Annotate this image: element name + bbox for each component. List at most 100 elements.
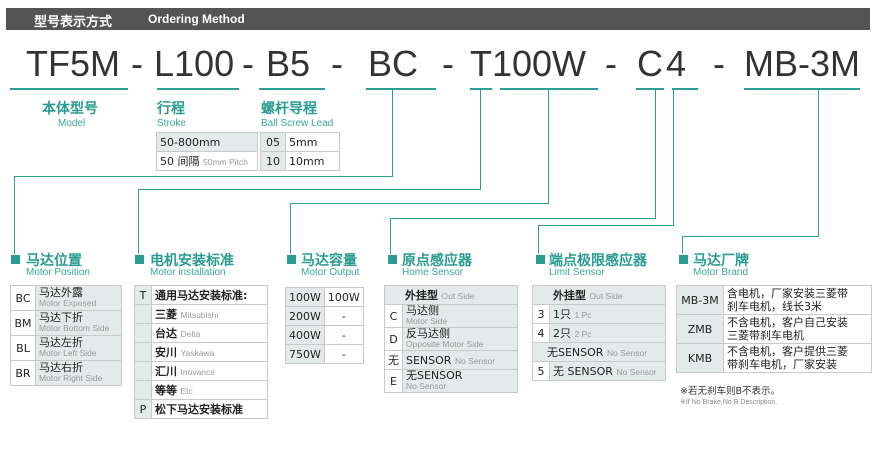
brand-code: MB-3M — [676, 285, 724, 315]
brand-note-en: ※If No Brake,No B Description. — [680, 399, 778, 406]
lead-label-en: Ball Screw Lead — [261, 118, 334, 129]
connector — [538, 225, 674, 226]
install-cn: 安川 — [155, 346, 177, 359]
section-marker — [536, 255, 545, 264]
position-label-cn: 马达位置 — [26, 253, 82, 269]
install-label-en: Motor installation — [150, 267, 226, 278]
connector — [682, 236, 683, 254]
connector — [548, 89, 549, 203]
home-label-en: Home Sensor — [402, 267, 464, 278]
underline-lead — [259, 88, 325, 90]
lead-label-cn: 螺杆导程 — [261, 101, 317, 117]
home-code: D — [384, 327, 403, 351]
install-cn: 通用马达安装标准: — [155, 289, 248, 302]
limit-cn: 1只 — [553, 308, 571, 321]
brand-desc-line: 不含电机，客户自己安装 — [727, 316, 848, 329]
connector — [14, 176, 15, 254]
install-code — [134, 380, 152, 400]
stroke-table: 50-800mm 50 间隔 50mm Pitch — [156, 132, 258, 171]
install-code — [134, 323, 152, 343]
position-cn: 马达下折 — [39, 311, 83, 324]
output-label-en: Motor Output — [301, 267, 360, 278]
install-en: Etc — [180, 386, 193, 396]
limit-label-en: Limit Sensor — [549, 267, 605, 278]
underline-model — [10, 88, 128, 90]
position-cn: 马达右折 — [39, 361, 83, 374]
position-en: Motor Exposed — [39, 298, 97, 308]
home-label-cn: 原点感应器 — [402, 253, 472, 269]
connector — [14, 176, 393, 177]
underline-stroke — [157, 88, 239, 90]
home-en: No Sensor — [454, 355, 496, 366]
pn-limit: 4 — [666, 43, 687, 84]
pn-stroke: L100 — [154, 43, 235, 84]
install-label-cn: 电机安装标准 — [150, 253, 234, 269]
limit-desc: 1只 1 Pc — [549, 304, 666, 324]
brand-label-cn: 马达厂牌 — [693, 253, 749, 269]
install-en: Inovance — [180, 367, 216, 377]
output-value: 100W — [323, 287, 364, 307]
pn-home: C — [637, 43, 663, 84]
underline-limit — [672, 88, 698, 90]
position-cn: 马达外露 — [39, 286, 83, 299]
section-header-bar: 型号表示方式 Ordering Method — [6, 8, 870, 30]
pn-position: BC — [368, 43, 419, 84]
pn-model: TF5M — [26, 43, 120, 84]
pn-sep: - — [331, 43, 343, 84]
lead-code: 10 — [260, 151, 286, 171]
lead-value: 10mm — [285, 151, 340, 171]
stroke-cell: 50 间隔 50mm Pitch — [156, 151, 258, 171]
brand-desc-line: 含电机，厂家安装三菱带 — [727, 287, 848, 300]
install-cn: 等等 — [155, 384, 177, 397]
pn-sep: - — [605, 43, 617, 84]
section-marker — [679, 255, 688, 264]
limit-head-cn: 外挂型 — [553, 289, 586, 302]
install-desc: 台达 Delta — [151, 323, 268, 343]
install-en: Delta — [180, 329, 201, 339]
brand-desc: 不含电机，客户自己安装三菱带刹车电机 — [723, 314, 872, 344]
connector — [138, 189, 481, 190]
position-en: Motor Right Side — [39, 373, 103, 383]
install-code — [134, 342, 152, 362]
pn-sep: - — [131, 43, 143, 84]
home-code: 无 — [384, 350, 403, 370]
pn-brand: MB-3M — [744, 43, 860, 84]
brand-note-cn: ※若无刹车则B不表示。 — [680, 386, 780, 397]
connector — [290, 203, 291, 254]
stroke-label-cn: 行程 — [157, 101, 185, 117]
output-label-cn: 马达容量 — [301, 253, 357, 269]
limit-cn: 无SENSOR — [547, 346, 604, 359]
output-code: 750W — [285, 344, 325, 364]
home-cn: 反马达侧 — [406, 327, 450, 340]
install-desc: 松下马达安装标准 — [151, 399, 268, 419]
output-value: - — [323, 306, 364, 326]
home-head-en: Out Side — [441, 291, 475, 301]
output-value: - — [323, 344, 364, 364]
underline-install — [470, 88, 492, 90]
lead-code: 05 — [260, 132, 286, 152]
limit-code: 5 — [532, 361, 550, 381]
connector — [538, 225, 539, 254]
brand-desc: 不含电机，客户提供三菱带刹车电机，厂家安装 — [723, 343, 872, 373]
model-label-en: Model — [58, 118, 86, 129]
connector — [818, 89, 819, 236]
position-cn: 马达左折 — [39, 336, 83, 349]
install-cn: 汇川 — [155, 365, 177, 378]
brand-code: ZMB — [676, 314, 724, 344]
position-en: Motor Bottom Side — [39, 323, 110, 333]
brand-desc: 含电机，厂家安装三菱带刹车电机，线长3米 — [723, 285, 872, 315]
connector — [390, 218, 656, 219]
install-desc: 汇川 Inovance — [151, 361, 268, 381]
install-code — [134, 304, 152, 324]
home-en: Opposite Motor Side — [406, 339, 484, 349]
